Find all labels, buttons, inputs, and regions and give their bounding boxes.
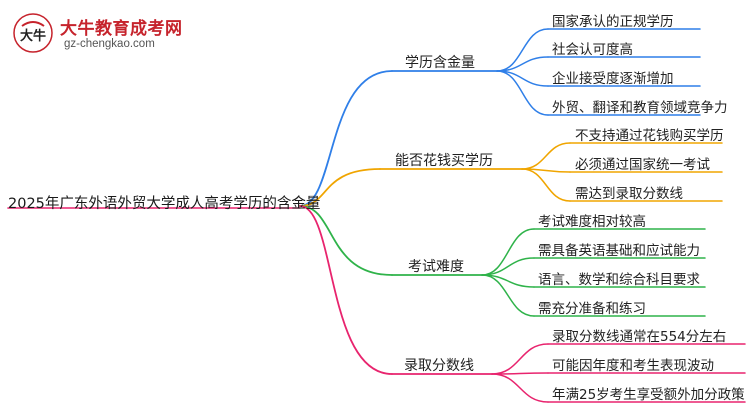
root-topic: 2025年广东外语外贸大学成人高考学历的含金量 [8,196,321,212]
leaf-item: 需充分准备和练习 [538,301,646,317]
logo-site-name: 大牛教育成考网 [60,19,183,39]
site-logo: 大牛 大牛教育成考网 gz-chengkao.com [12,12,222,58]
branch-label-exam-difficulty: 考试难度 [408,259,464,275]
leaf-connector [496,28,549,72]
leaf-item: 需具备英语基础和应试能力 [538,243,700,259]
branch-connector [299,70,393,207]
leaf-item: 考试难度相对较高 [538,214,646,230]
branch-label-admission-score: 录取分数线 [404,358,474,374]
leaf-connector [521,142,571,170]
leaf-item: 录取分数线通常在554分左右 [552,329,727,345]
leaf-connector [496,70,549,116]
leaf-connector [491,343,549,375]
logo-mark-text: 大牛 [20,28,46,44]
leaf-item: 国家承认的正规学历 [552,14,674,30]
branch-connector [299,205,393,276]
leaf-item: 企业接受度逐渐增加 [552,71,674,87]
leaf-item: 外贸、翻译和教育领域竞争力 [552,100,728,116]
leaf-connector [481,228,535,276]
leaf-item: 语言、数学和综合科目要求 [538,272,700,288]
leaf-item: 不支持通过花钱购买学历 [575,128,724,144]
leaf-connector [521,168,571,202]
logo-mark-icon: 大牛 [13,13,53,53]
leaf-item: 年满25岁考生享受额外加分政策 [552,387,745,403]
branch-connector [299,205,393,375]
branch-label-degree-value: 学历含金量 [405,55,475,71]
leaf-connector [496,56,549,72]
branch-connector [299,168,381,207]
leaf-connector [481,257,535,276]
leaf-connector [481,274,535,317]
leaf-item: 必须通过国家统一考试 [575,157,710,173]
leaf-connector [491,373,549,403]
leaf-item: 需达到录取分数线 [575,186,683,202]
logo-site-url: gz-chengkao.com [64,38,155,50]
leaf-item: 可能因年度和考生表现波动 [552,358,714,374]
leaf-item: 社会认可度高 [552,42,633,58]
branch-label-buy-degree: 能否花钱买学历 [395,153,493,169]
